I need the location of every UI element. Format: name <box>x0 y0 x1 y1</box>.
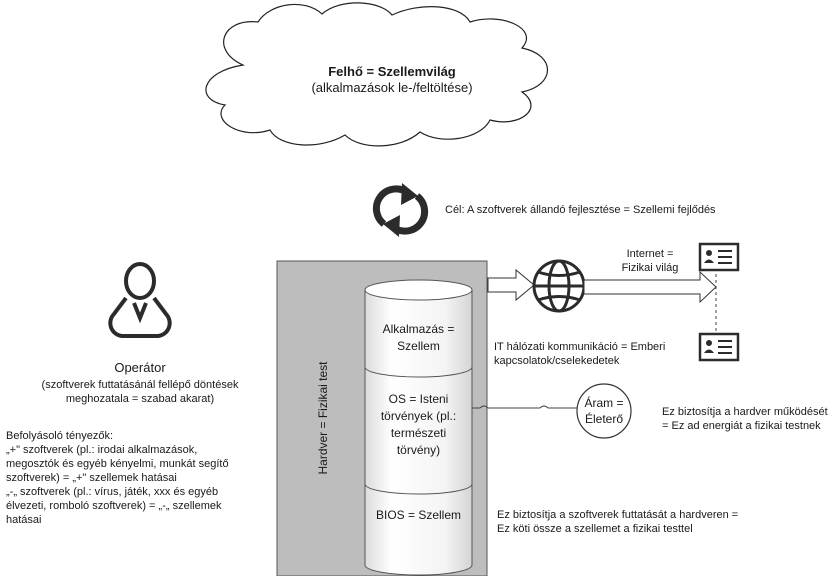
operator-title: Operátor <box>114 360 166 375</box>
power-connection-line <box>472 405 578 409</box>
software-cylinder <box>364 279 473 576</box>
contact-card-icon <box>698 242 740 272</box>
cloud-icon <box>205 2 549 147</box>
bios-note-line-2: Ez köti össze a szellemet a fizikai test… <box>497 523 693 535</box>
operator-desc-line-2: meghozatala = szabad akarat) <box>65 393 215 405</box>
power-circle <box>576 383 632 439</box>
globe-icon <box>532 259 586 313</box>
layer-bios: BIOS = Szellem <box>375 508 462 522</box>
arrow-hardware-to-globe <box>487 268 535 302</box>
goal-label: Cél: A szoftverek állandó fejlesztése = … <box>445 204 716 216</box>
operator-desc-line-1: (szoftverek futtatásánál fellépő döntése… <box>41 379 239 391</box>
power-note-line-2: = Ez ad energiát a fizikai testnek <box>662 420 821 432</box>
layer-os-line-3: természeti <box>390 426 447 440</box>
internet-line-2: Fizikai világ <box>621 262 679 274</box>
contact-card-icon <box>698 332 740 362</box>
factors-line-2: „+" szoftverek (pl.: irodai alkalmazások… <box>6 444 198 456</box>
layer-application-line-1: Alkalmazás = <box>382 322 455 336</box>
it-comm-line-2: kapcsolatok/cselekedetek <box>494 355 620 367</box>
arrow-globe-to-internet <box>583 270 717 304</box>
hardware-label: Hardver = Fizikai test <box>316 361 330 475</box>
layer-os-line-1: OS = Isteni <box>388 392 449 406</box>
cloud-subtitle: (alkalmazások le-/feltöltése) <box>311 80 473 95</box>
layer-os-line-2: törvények (pl.: <box>380 409 457 423</box>
it-comm-line-1: IT hálózati kommunikáció = Emberi <box>494 341 666 353</box>
layer-os-line-4: törvény) <box>396 443 441 457</box>
factors-line-4: szoftverek) = „+" szellemek hatásai <box>6 472 177 484</box>
power-note-line-1: Ez biztosítja a hardver működését <box>662 406 828 418</box>
factors-line-5: „-„ szoftverek (pl.: vírus, játék, xxx é… <box>6 486 219 498</box>
user-icon <box>108 262 172 338</box>
power-label-line-2: Életerő <box>584 412 624 426</box>
internet-line-1: Internet = <box>626 248 674 260</box>
cloud-title: Felhő = Szellemvilág <box>328 64 456 79</box>
layer-application-line-2: Szellem <box>397 339 440 353</box>
factors-line-7: hatásai <box>6 514 42 526</box>
factors-line-3: megosztók és egyéb kényelmi, munkát segí… <box>6 458 229 470</box>
factors-line-6: élvezeti, romboló szoftverek) = „-„ szel… <box>6 500 222 512</box>
factors-line-1: Befolyásoló tényezők: <box>6 430 114 442</box>
power-label-line-1: Áram = <box>584 396 624 410</box>
sync-arrows-icon <box>372 183 429 237</box>
bios-note-line-1: Ez biztosítja a szoftverek futtatását a … <box>497 509 739 521</box>
